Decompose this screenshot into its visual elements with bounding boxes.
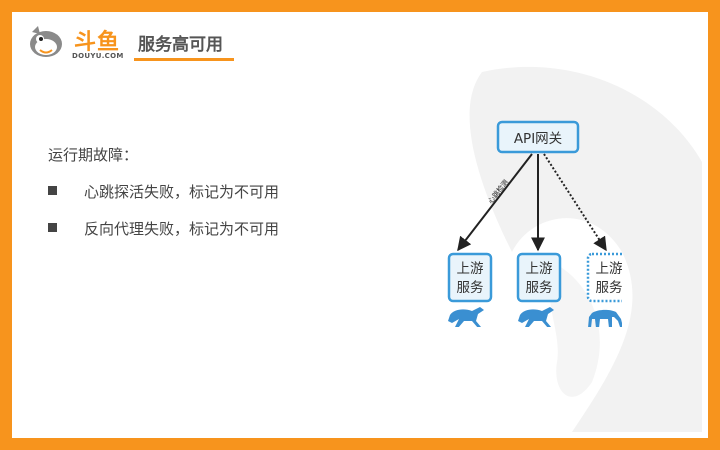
service-1-label-line2: 服务: [457, 280, 484, 296]
service-2-label-line1: 上游: [526, 261, 553, 277]
running-horse-icon-2: [518, 307, 554, 327]
bullet-square-icon: [48, 223, 57, 232]
arrow-to-service-3: [543, 153, 607, 252]
fish-mascot-icon: [30, 26, 62, 57]
api-gateway-label: API网关: [514, 131, 562, 147]
upstream-service-box-3-unavailable: 上游 服务: [586, 252, 623, 303]
service-3-label-line1: 上游: [596, 261, 623, 277]
logo-text: 斗鱼: [74, 30, 121, 55]
service-3-label-line2: 服务: [596, 280, 623, 296]
arrow-to-service-1: [457, 153, 533, 252]
bullet-text: 反向代理失败，标记为不可用: [84, 220, 280, 238]
douyu-logo: 斗鱼 DOUYU.COM: [26, 22, 126, 66]
heartbeat-edge-label: 心跳检测: [486, 178, 510, 206]
bullet-item-heartbeat: 心跳探活失败，标记为不可用: [48, 181, 279, 202]
bullet-text: 心跳探活失败，标记为不可用: [84, 183, 280, 201]
upstream-service-box-1: 上游 服务: [447, 252, 493, 303]
service-1-label-line1: 上游: [457, 261, 484, 277]
section-heading: 运行期故障：: [48, 146, 139, 164]
architecture-diagram: API网关 心跳检测 上游 服务 上游 服务 上游 服务: [447, 120, 623, 327]
running-horse-icon-1: [448, 307, 484, 327]
content-list: 运行期故障： 心跳探活失败，标记为不可用 反向代理失败，标记为不可用: [48, 144, 279, 255]
title-underline: [134, 58, 234, 61]
api-gateway-box: API网关: [496, 120, 580, 154]
page-title: 服务高可用: [138, 35, 223, 55]
bullet-square-icon: [48, 186, 57, 195]
service-2-label-line2: 服务: [526, 280, 553, 296]
upstream-service-box-2: 上游 服务: [516, 252, 562, 303]
bullet-item-proxy: 反向代理失败，标记为不可用: [48, 218, 279, 239]
grazing-horse-icon: [588, 309, 622, 327]
logo-subtext: DOUYU.COM: [72, 52, 124, 60]
